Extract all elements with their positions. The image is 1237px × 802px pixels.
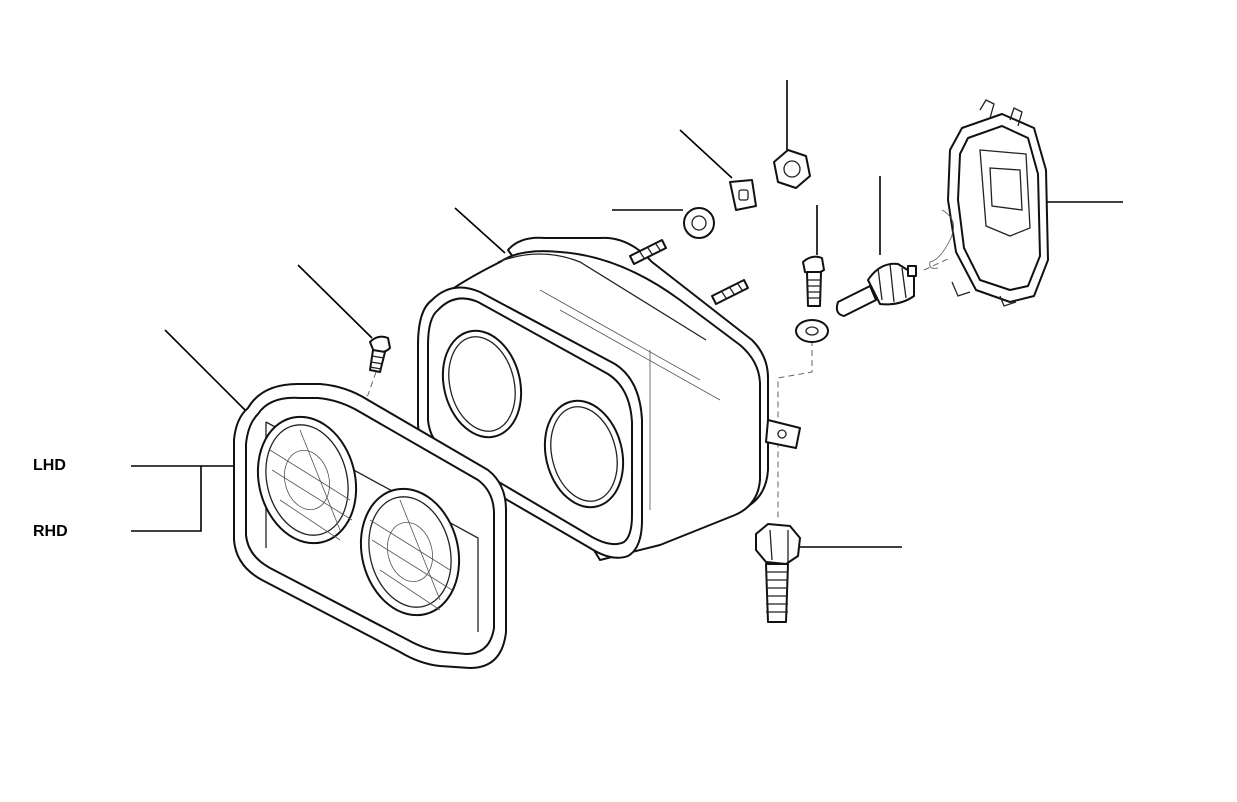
bulb (835, 262, 917, 317)
guide-bulb (923, 257, 951, 271)
label-rhd: RHD (33, 523, 68, 540)
leader-lines (131, 80, 1123, 548)
leader-housing (454, 207, 506, 254)
leader-screw (297, 264, 373, 339)
spring-clip (729, 179, 757, 211)
rear-cover (929, 99, 1049, 307)
lamp-unit (233, 383, 507, 669)
adjuster-bolt (795, 255, 829, 343)
leader-lamp-unit (164, 329, 251, 416)
leader-clip (679, 129, 733, 179)
hex-nut (773, 149, 811, 189)
mounting-bolt (755, 523, 801, 623)
leader-lhd-rhd-bracket (131, 465, 202, 532)
lens-screw (369, 335, 391, 373)
housing-studs (629, 239, 749, 305)
washer (683, 207, 715, 239)
guide-bolt (777, 340, 813, 520)
lamp-lenses (256, 415, 461, 617)
mounting-tab (765, 419, 801, 449)
housing (417, 236, 801, 561)
label-lhd: LHD (33, 457, 66, 474)
